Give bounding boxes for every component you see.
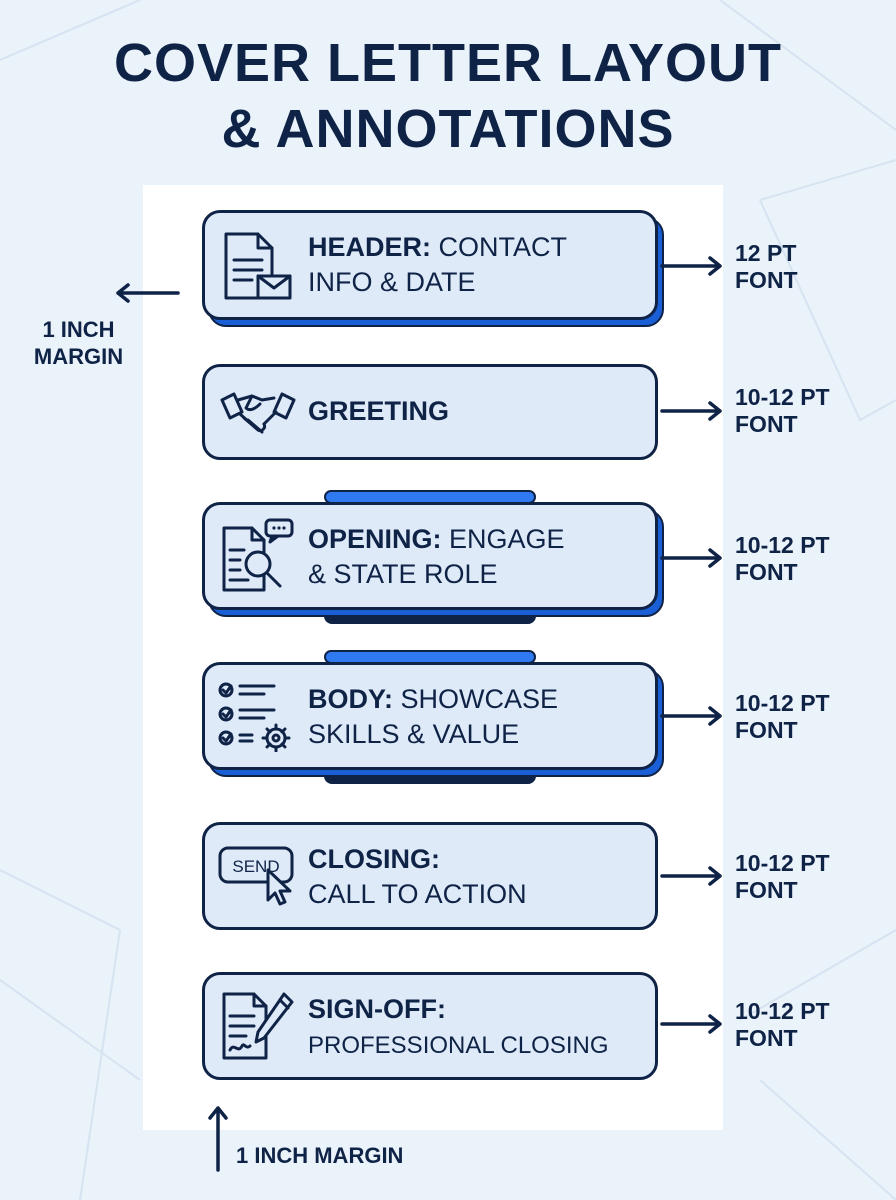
section-label: BODY: SHOWCASE SKILLS & VALUE [308, 682, 648, 752]
font-size-note: 10-12 PT FONT [735, 384, 830, 438]
side-margin-note: 1 INCH MARGIN [0, 316, 157, 370]
section-title: CLOSING: [308, 844, 440, 874]
section-subtitle-b: & STATE ROLE [308, 559, 498, 589]
section-title: HEADER: [308, 232, 432, 262]
section-subtitle-b: INFO & DATE [308, 267, 476, 297]
arrow-right-icon [660, 866, 722, 886]
arrow-up-icon [208, 1106, 228, 1172]
arrow-left-icon [116, 283, 180, 303]
font-size-note: 12 PT FONT [735, 240, 798, 294]
arrow-right-icon [660, 1014, 722, 1034]
document-search-icon [222, 518, 294, 592]
card-top-tab [324, 650, 536, 664]
font-size-value: 10-12 PT [735, 690, 830, 716]
font-size-unit: FONT [735, 1025, 798, 1051]
side-margin-value: 1 INCH [42, 317, 115, 342]
arrow-right-icon [660, 256, 722, 276]
section-label: GREETING [308, 394, 648, 429]
font-size-unit: FONT [735, 717, 798, 743]
title-line-1: COVER LETTER LAYOUT [113, 33, 783, 93]
font-size-unit: FONT [735, 877, 798, 903]
arrow-right-icon [660, 706, 722, 726]
section-card [202, 662, 658, 770]
signature-pen-icon [222, 992, 294, 1060]
arrow-right-icon [660, 548, 722, 568]
section-label: SIGN-OFF: PROFESSIONAL CLOSING [308, 992, 648, 1063]
section-subtitle-b: PROFESSIONAL CLOSING [308, 1032, 609, 1059]
section-label: OPENING: ENGAGE & STATE ROLE [308, 522, 648, 592]
font-size-unit: FONT [735, 267, 798, 293]
card-top-tab [324, 490, 536, 504]
section-label: CLOSING: CALL TO ACTION [308, 842, 648, 912]
section-title: GREETING [308, 396, 450, 426]
font-size-value: 10-12 PT [735, 850, 830, 876]
font-size-value: 12 PT [735, 240, 797, 266]
font-size-note: 10-12 PT FONT [735, 850, 830, 904]
send-button-icon: SEND [218, 846, 294, 906]
font-size-unit: FONT [735, 559, 798, 585]
section-header: HEADER: CONTACT INFO & DATE [202, 210, 664, 327]
section-title: SIGN-OFF: [308, 994, 446, 1024]
section-card [202, 364, 658, 460]
section-subtitle-b: CALL TO ACTION [308, 879, 527, 909]
section-title: OPENING: [308, 524, 442, 554]
document-envelope-icon [224, 232, 292, 300]
section-opening: OPENING: ENGAGE & STATE ROLE [202, 490, 664, 624]
title-line-2: & ANNOTATIONS [221, 99, 675, 159]
section-title: BODY: [308, 684, 393, 714]
section-label: HEADER: CONTACT INFO & DATE [308, 230, 648, 300]
font-size-value: 10-12 PT [735, 384, 830, 410]
arrow-right-icon [660, 401, 722, 421]
section-card [202, 972, 658, 1080]
section-card [202, 822, 658, 930]
section-card [202, 210, 658, 320]
checklist-gear-icon [218, 682, 291, 752]
bottom-margin-note: 1 INCH MARGIN [236, 1143, 404, 1168]
font-size-value: 10-12 PT [735, 532, 830, 558]
section-closing: SEND CLOSING: CALL TO ACTION [202, 822, 658, 930]
font-size-value: 10-12 PT [735, 998, 830, 1024]
font-size-unit: FONT [735, 411, 798, 437]
section-sign-off: SIGN-OFF: PROFESSIONAL CLOSING [202, 972, 658, 1080]
font-size-note: 10-12 PT FONT [735, 998, 830, 1052]
font-size-note: 10-12 PT FONT [735, 690, 830, 744]
section-subtitle-b: SKILLS & VALUE [308, 719, 520, 749]
handshake-icon [220, 392, 296, 434]
font-size-note: 10-12 PT FONT [735, 532, 830, 586]
page-title: COVER LETTER LAYOUT & ANNOTATIONS [0, 30, 896, 162]
section-greeting: GREETING [202, 364, 658, 460]
side-margin-label: MARGIN [33, 344, 124, 369]
section-subtitle-a: CONTACT [438, 232, 568, 262]
section-body: BODY: SHOWCASE SKILLS & VALUE [202, 650, 664, 784]
section-subtitle-a: SHOWCASE [400, 684, 559, 714]
section-subtitle-a: ENGAGE [449, 524, 565, 554]
